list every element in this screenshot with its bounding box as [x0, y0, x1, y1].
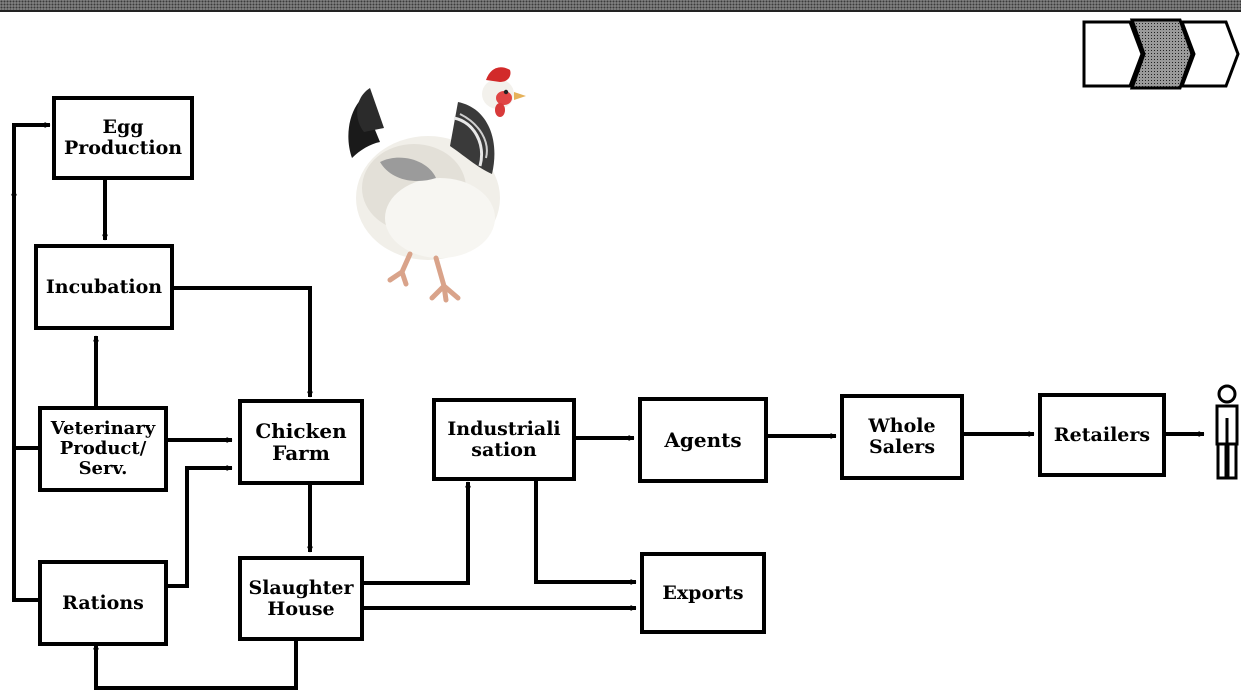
node-agents[interactable]: Agents — [638, 397, 768, 483]
egg-production-label: Egg Production — [63, 116, 183, 159]
flow-rations-to-farm — [166, 465, 233, 588]
node-whole-salers[interactable]: Whole Salers — [840, 394, 964, 480]
flow-veterinary-to-egg — [12, 122, 51, 450]
agents-label: Agents — [664, 428, 742, 452]
rations-label: Rations — [62, 591, 144, 614]
person-icon — [1215, 384, 1239, 480]
node-industrialisation[interactable]: Industriali sation — [432, 398, 576, 481]
node-retailers[interactable]: Retailers — [1038, 393, 1166, 477]
flow-slaughter-to-industrialisation — [362, 481, 471, 585]
node-veterinary[interactable]: Veterinary Product/ Serv. — [38, 406, 168, 492]
flow-industrialisation-to-exports — [534, 477, 637, 585]
chicken-photo — [348, 67, 526, 303]
incubation-label: Incubation — [45, 275, 163, 298]
retailers-label: Retailers — [1053, 423, 1151, 446]
veterinary-label: Veterinary Product/ Serv. — [50, 418, 156, 479]
chevron-arrows-icon — [1082, 18, 1240, 90]
slaughter-house-label: Slaughter House — [248, 576, 354, 620]
header-band-edge — [0, 10, 1241, 12]
node-exports[interactable]: Exports — [640, 552, 766, 634]
whole-salers-label: Whole Salers — [868, 415, 936, 458]
flow-incubation-to-farm — [172, 286, 313, 398]
node-chicken-farm[interactable]: Chicken Farm — [238, 399, 364, 485]
exports-label: Exports — [662, 581, 744, 604]
industrialisation-label: Industriali sation — [447, 417, 561, 461]
flow-slaughter-to-rations — [93, 639, 298, 690]
chicken-farm-label: Chicken Farm — [255, 419, 347, 465]
node-egg-production[interactable]: Egg Production — [52, 96, 194, 180]
header-band — [0, 0, 1241, 10]
node-incubation[interactable]: Incubation — [34, 244, 174, 330]
node-rations[interactable]: Rations — [38, 560, 168, 646]
node-slaughter-house[interactable]: Slaughter House — [238, 556, 364, 641]
flow-rations-to-feed-line — [12, 448, 40, 602]
